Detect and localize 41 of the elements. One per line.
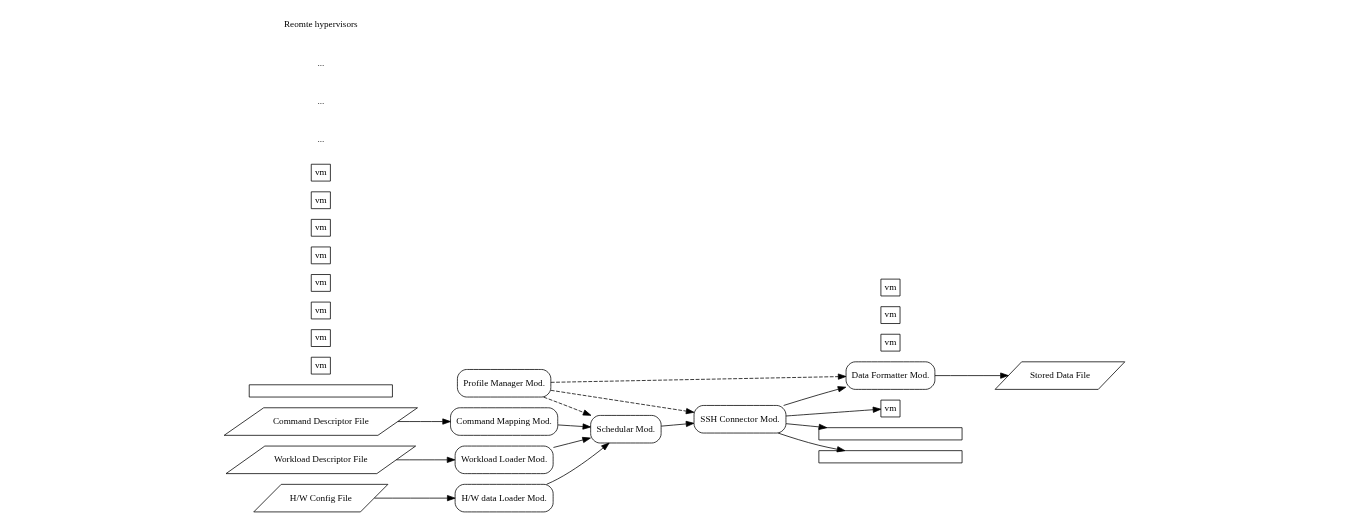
node-box: vm xyxy=(310,191,331,210)
arrow xyxy=(782,386,846,406)
node-bar xyxy=(248,384,393,398)
arrow xyxy=(550,389,694,415)
arrow xyxy=(373,495,455,502)
label: ... xyxy=(316,95,324,106)
node-box: vm xyxy=(310,274,331,292)
node-box: vm xyxy=(310,246,331,265)
arrow xyxy=(545,442,609,485)
arrow xyxy=(934,372,1009,379)
node-box: H/W data Loader Mod. xyxy=(454,483,554,513)
arrow xyxy=(397,418,451,425)
node-box: Command Mapping Mod. xyxy=(449,407,558,436)
node-box: Workload Loader Mod. xyxy=(454,445,554,474)
node-box: vm xyxy=(880,333,900,352)
node-bar xyxy=(818,427,962,441)
label: Reomte hypervisors xyxy=(283,19,358,30)
arrow xyxy=(550,373,846,383)
node-box: SSH Connector Mod. xyxy=(693,405,786,434)
node-box: vm xyxy=(310,356,331,375)
node-box: Profile Manager Mod. xyxy=(456,369,551,398)
node-box: vm xyxy=(310,163,331,182)
arrow xyxy=(785,406,881,417)
node-box: vm xyxy=(310,301,331,320)
arrow xyxy=(395,456,455,463)
node-box: vm xyxy=(880,399,900,418)
node-box: vm xyxy=(880,278,900,297)
node-box: vm xyxy=(880,306,900,324)
label: ... xyxy=(316,134,324,145)
arrow xyxy=(785,423,827,430)
arrow xyxy=(777,432,845,453)
node-box: Data Formatter Mod. xyxy=(845,361,935,390)
node-bar xyxy=(818,450,962,464)
arrow xyxy=(660,420,694,427)
arrow xyxy=(542,396,591,416)
node-box: Schedular Mod. xyxy=(589,415,661,444)
node-box: vm xyxy=(310,219,331,237)
arrow xyxy=(552,436,591,448)
label: ... xyxy=(316,57,324,68)
node-box: vm xyxy=(310,329,331,347)
arrow xyxy=(557,423,591,430)
